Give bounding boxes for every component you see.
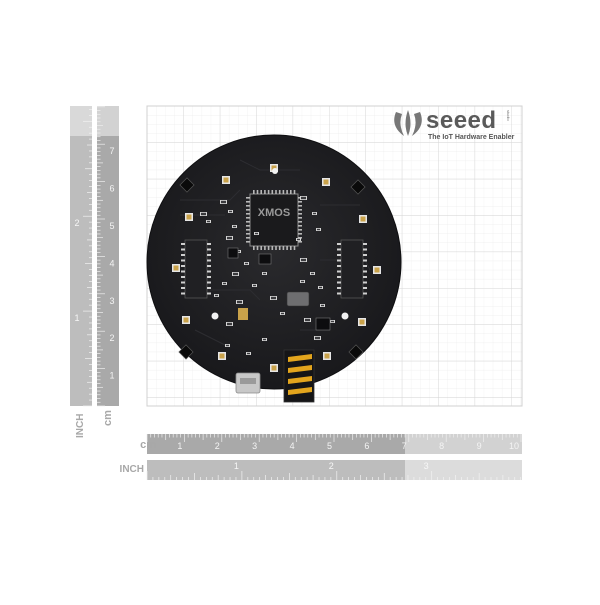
vertical-ruler-cm: 7 6 5 4 3 2 1 <box>97 106 119 407</box>
brand-tagline: The IoT Hardware Enabler <box>428 134 515 141</box>
vertical-cm-unit-label: cm <box>102 410 114 426</box>
cm-tick-label: 6 <box>364 441 369 451</box>
horizontal-ruler-inch: 1 2 3 <box>146 460 522 480</box>
seeed-logo-icon <box>394 110 422 136</box>
right-ic <box>340 239 364 299</box>
cm-tick-label: 7 <box>109 146 114 156</box>
brand-name: seeed <box>426 107 497 134</box>
cm-tick-label: 6 <box>109 184 114 194</box>
inch-tick-label: 2 <box>329 461 334 471</box>
cm-tick-label: 8 <box>439 441 444 451</box>
cm-tick-label: 3 <box>109 296 114 306</box>
horizontal-cm-ticks: 1 2 3 4 5 6 7 8 9 10 <box>146 434 522 451</box>
cm-tick-label: 1 <box>109 371 114 381</box>
cm-tick-label: 2 <box>109 333 114 343</box>
chip-label: XMOS <box>258 207 290 219</box>
vertical-cm-ticks: 7 6 5 4 3 2 1 <box>97 106 115 407</box>
horizontal-inch-unit-label: INCH <box>120 464 144 475</box>
vertical-ruler-inch: 21 <box>70 106 92 407</box>
cm-tick-label: 7 <box>402 441 407 451</box>
horizontal-ruler-cm: 1 2 3 4 5 6 7 8 9 10 <box>146 434 522 454</box>
mounting-hole <box>341 312 349 320</box>
cm-tick-label: 3 <box>252 441 257 451</box>
left-ic <box>184 239 208 299</box>
smd-components <box>200 196 335 355</box>
chip-pins <box>246 190 302 250</box>
cm-tick-label: 5 <box>327 441 332 451</box>
vertical-inch-unit-label: INCH <box>75 414 86 438</box>
inch-tick-label: 1 <box>234 461 239 471</box>
inch-tick-label: 1 <box>74 313 79 323</box>
right-ic-pins <box>337 243 367 295</box>
cm-tick-label: 5 <box>109 221 114 231</box>
audio-jack <box>283 349 315 403</box>
cm-tick-label: 4 <box>109 258 114 268</box>
cm-tick-label: 10 <box>509 441 519 451</box>
cm-tick-label: 2 <box>215 441 220 451</box>
circuit-board: XMOS <box>146 134 402 403</box>
vertical-inch-ticks: 21 <box>74 109 92 407</box>
inch-tick-label: 3 <box>424 461 429 471</box>
yellow-capacitor <box>238 308 248 320</box>
crystal-oscillator <box>286 291 310 307</box>
xmos-chip <box>249 193 299 247</box>
cm-tick-label: 1 <box>177 441 182 451</box>
brand-sub: studio <box>506 110 511 121</box>
inch-tick-label: 2 <box>74 218 79 228</box>
microphones <box>178 177 366 360</box>
cm-tick-label: 9 <box>477 441 482 451</box>
horizontal-inch-ticks: 1 2 3 <box>146 461 522 480</box>
left-ic-pins <box>181 243 211 295</box>
cm-tick-label: 4 <box>290 441 295 451</box>
mounting-hole <box>211 312 219 320</box>
horizontal-cm-unit-label: cm <box>140 439 156 451</box>
led-ring <box>172 164 381 372</box>
mounting-hole <box>272 168 278 174</box>
